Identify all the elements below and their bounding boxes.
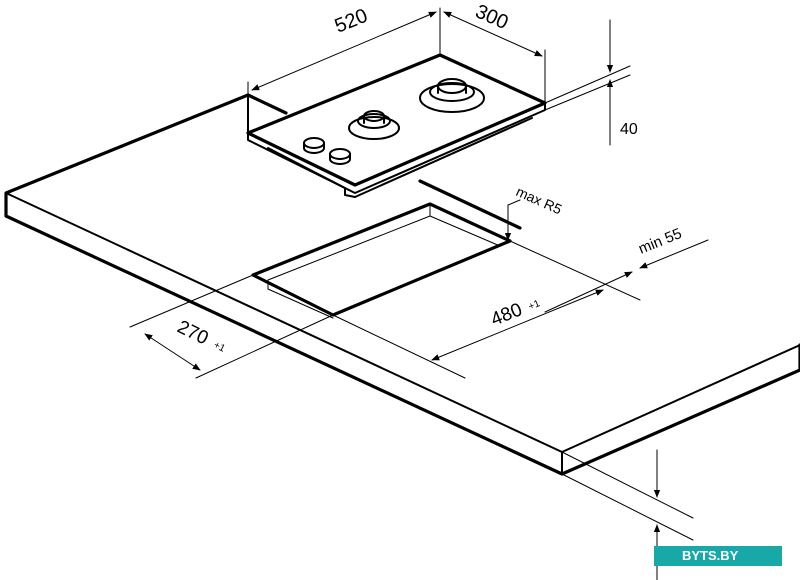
control-knob-1 <box>303 137 325 154</box>
dim-520 <box>247 7 441 96</box>
burners <box>303 78 485 165</box>
hob-underside <box>267 147 356 198</box>
label-hob-depth: 300 <box>472 0 511 34</box>
cutout-rim <box>251 202 512 317</box>
dim-r5 <box>504 199 521 241</box>
dim-300 <box>443 11 546 104</box>
hob-underside-front <box>354 117 533 198</box>
countertop-back-edge-left <box>246 93 288 115</box>
label-cutout-width: 480 <box>488 299 525 330</box>
dim-40 <box>544 19 631 146</box>
watermark-logo: BYTS.BY <box>654 546 782 566</box>
control-knob-2 <box>329 148 351 165</box>
hob-top-plate <box>246 53 547 187</box>
label-cutout-depth: 270 <box>174 317 212 350</box>
label-cutout-depth-note: +1 <box>212 340 227 355</box>
burner-medium <box>348 110 400 140</box>
countertop-outline <box>4 93 800 476</box>
cutout <box>251 202 512 319</box>
burner-large <box>419 78 485 113</box>
label-cutout-width-note: +1 <box>527 298 542 313</box>
hob-plate-edge <box>247 102 546 194</box>
label-hob-width: 520 <box>332 5 371 38</box>
label-hob-height: 40 <box>620 121 638 138</box>
label-corner-radius: max R5 <box>514 183 565 217</box>
countertop-back-edge-right <box>418 179 522 230</box>
dim-480 <box>332 289 604 379</box>
countertop-front-edge <box>5 192 800 453</box>
dim-270 <box>129 274 334 379</box>
dim-min55 <box>509 239 709 313</box>
cutout-inner-back <box>429 215 501 247</box>
cutout-inner-walls <box>267 205 431 319</box>
hob <box>246 53 547 198</box>
